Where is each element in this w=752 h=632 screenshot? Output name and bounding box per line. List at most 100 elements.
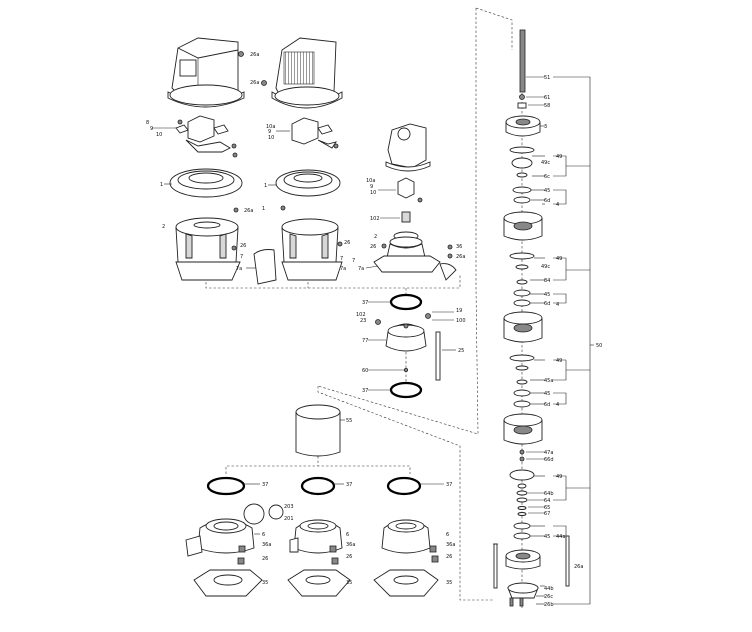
svg-text:36: 36: [456, 244, 462, 250]
svg-text:2: 2: [374, 234, 377, 240]
svg-text:50: 50: [596, 343, 602, 349]
svg-text:37: 37: [362, 388, 368, 394]
svg-text:102: 102: [370, 216, 380, 222]
svg-text:1: 1: [264, 183, 267, 189]
pump-base-1: 37 203 201 6 36a 26 35: [185, 476, 294, 597]
stack-leaders: [526, 76, 594, 605]
svg-text:10: 10: [268, 135, 274, 141]
svg-text:7: 7: [352, 258, 355, 264]
svg-text:26: 26: [262, 556, 268, 562]
svg-text:84: 84: [544, 278, 550, 284]
svg-text:7a: 7a: [340, 266, 346, 272]
svg-text:35: 35: [446, 580, 452, 586]
svg-text:7: 7: [240, 254, 243, 260]
svg-text:36a: 36a: [446, 542, 455, 548]
pump-base-3: 37 6 36a 26 35: [373, 476, 455, 597]
svg-text:9: 9: [370, 184, 373, 190]
svg-text:100: 100: [456, 318, 466, 324]
outer-sleeve: 55: [225, 404, 411, 474]
svg-text:26: 26: [344, 240, 350, 246]
misc-labels: 1: [262, 206, 265, 212]
svg-text:6d: 6d: [544, 198, 550, 204]
svg-text:6: 6: [346, 532, 349, 538]
svg-text:37: 37: [446, 482, 452, 488]
svg-text:25: 25: [458, 348, 464, 354]
svg-text:66d: 66d: [544, 457, 554, 463]
svg-text:37: 37: [262, 482, 268, 488]
svg-text:45: 45: [544, 534, 550, 540]
svg-text:77: 77: [362, 338, 368, 344]
pump-head-assembly: 37 102 23 19 100 77 25 60 37: [356, 288, 466, 399]
svg-text:51: 51: [544, 75, 550, 81]
svg-text:37: 37: [362, 300, 368, 306]
svg-text:19: 19: [456, 308, 462, 314]
svg-text:45: 45: [544, 188, 550, 194]
svg-text:9: 9: [268, 129, 271, 135]
svg-text:10: 10: [370, 190, 376, 196]
svg-text:7a: 7a: [358, 266, 364, 272]
svg-text:44a: 44a: [556, 534, 565, 540]
motor-assembly-2: 26a 10a 9 10 1 26 7 7a: [250, 37, 350, 281]
stack-labels: 51 61 58 3 49 49c 6c 45 6d 4 49 49c 84 4…: [541, 75, 602, 608]
svg-text:44b: 44b: [544, 586, 554, 592]
svg-text:45a: 45a: [544, 378, 553, 384]
svg-text:49: 49: [556, 154, 562, 160]
svg-text:10: 10: [156, 132, 162, 138]
svg-text:6: 6: [262, 532, 265, 538]
svg-text:3: 3: [544, 124, 547, 130]
svg-text:65: 65: [544, 505, 550, 511]
pump-base-2: 37 6 36a 26 35: [287, 476, 355, 597]
svg-text:36a: 36a: [346, 542, 355, 548]
svg-text:58: 58: [544, 103, 550, 109]
svg-text:26c: 26c: [544, 594, 553, 600]
svg-text:10a: 10a: [266, 124, 275, 130]
svg-text:203: 203: [284, 504, 294, 510]
svg-text:6d: 6d: [544, 402, 550, 408]
svg-text:26a: 26a: [250, 80, 259, 86]
impeller-stack: [493, 29, 570, 608]
svg-text:67: 67: [544, 511, 550, 517]
svg-text:61: 61: [544, 95, 550, 101]
svg-text:4: 4: [556, 302, 559, 308]
svg-text:26a: 26a: [574, 564, 583, 570]
svg-text:4: 4: [556, 402, 559, 408]
svg-text:26: 26: [346, 554, 352, 560]
svg-text:35: 35: [346, 580, 352, 586]
motor-assembly-1: 26a 8 9 10 1 26a 2 26 7 7a: [146, 37, 277, 285]
svg-text:6c: 6c: [544, 174, 550, 180]
svg-text:60: 60: [362, 368, 368, 374]
svg-text:26: 26: [370, 244, 376, 250]
svg-text:6: 6: [446, 532, 449, 538]
svg-text:26a: 26a: [250, 52, 259, 58]
svg-text:36a: 36a: [262, 542, 271, 548]
motor-assembly-3: 10a 9 10 102 2 26 36 26a 7 7a: [352, 123, 465, 281]
svg-text:26: 26: [240, 243, 246, 249]
svg-text:64: 64: [544, 498, 550, 504]
svg-text:2: 2: [162, 224, 165, 230]
svg-text:26a: 26a: [244, 208, 253, 214]
svg-text:37: 37: [346, 482, 352, 488]
svg-text:7a: 7a: [236, 266, 242, 272]
svg-text:49c: 49c: [541, 264, 550, 270]
svg-text:4: 4: [556, 202, 559, 208]
svg-text:23: 23: [360, 318, 366, 324]
svg-text:35: 35: [262, 580, 268, 586]
svg-text:45: 45: [544, 391, 550, 397]
svg-text:49: 49: [556, 474, 562, 480]
svg-text:26: 26: [446, 554, 452, 560]
svg-text:49c: 49c: [541, 160, 550, 166]
svg-text:7: 7: [340, 256, 343, 262]
svg-text:9: 9: [150, 126, 153, 132]
svg-text:47a: 47a: [544, 450, 553, 456]
svg-text:49: 49: [556, 256, 562, 262]
svg-text:1: 1: [160, 182, 163, 188]
svg-text:45: 45: [544, 292, 550, 298]
svg-text:8: 8: [146, 120, 149, 126]
svg-text:49: 49: [556, 358, 562, 364]
svg-text:102: 102: [356, 312, 366, 318]
svg-text:1: 1: [262, 206, 265, 212]
svg-text:201: 201: [284, 516, 294, 522]
svg-text:55: 55: [346, 418, 352, 424]
svg-text:10a: 10a: [366, 178, 375, 184]
